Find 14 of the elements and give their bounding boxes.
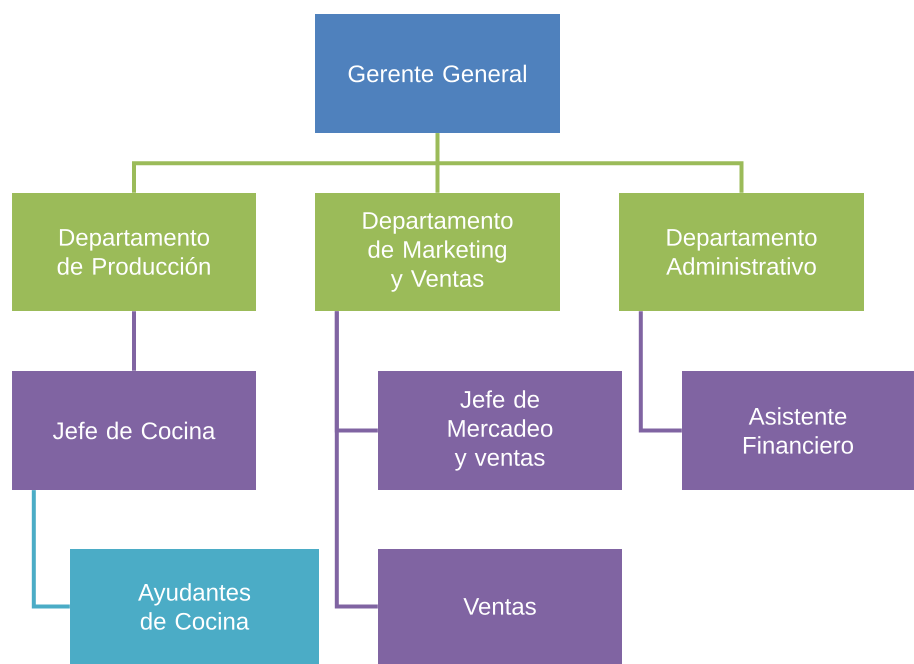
department-box: Departamento Administrativo — [619, 193, 864, 311]
connector-line — [334, 311, 378, 608]
department-box: Departamento de Marketing y Ventas — [315, 193, 560, 311]
connector-line — [638, 311, 682, 432]
position-box: Jefe de Cocina — [12, 370, 256, 490]
connector-line — [436, 133, 744, 193]
position-box: Ayudantes de Cocina — [70, 548, 319, 664]
position-box: Jefe de Mercadeo y ventas — [378, 370, 622, 490]
department-box: Departamento de Producción — [12, 193, 256, 311]
connector-line — [132, 311, 136, 371]
connector-line — [32, 490, 70, 608]
position-box: Asistente Financiero — [682, 370, 914, 490]
position-box: Ventas — [378, 548, 622, 664]
manager-box: Gerente General — [315, 14, 560, 133]
